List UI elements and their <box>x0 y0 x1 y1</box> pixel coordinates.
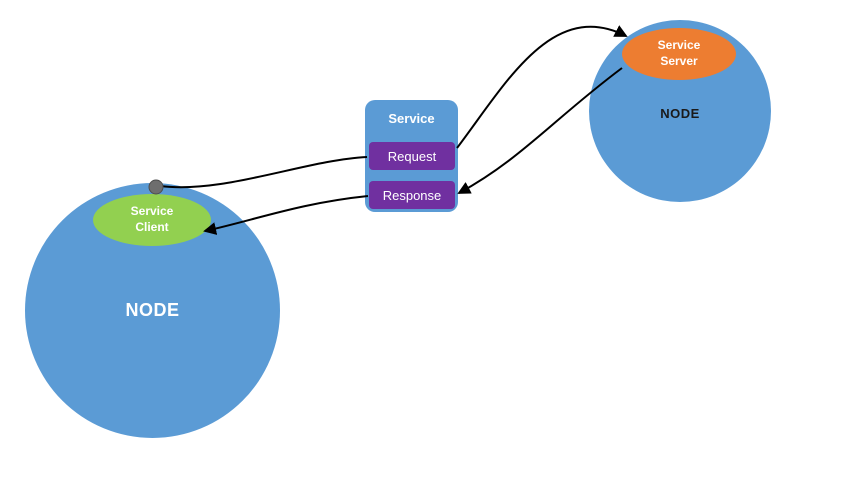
arrow-client-to-request <box>159 156 368 189</box>
service-client-ellipse: Service Client <box>93 194 211 246</box>
service-server-ellipse: Service Server <box>622 28 736 80</box>
client-node-label: NODE <box>125 300 180 320</box>
service-box-title: Service <box>388 111 435 126</box>
request-box: Request <box>369 142 455 170</box>
response-box: Response <box>369 181 455 209</box>
service-client-label-line1: Service <box>130 204 174 219</box>
service-server-label-line2: Server <box>660 54 698 68</box>
server-node-label: NODE <box>660 105 700 121</box>
service-client-label-line2: Client <box>135 220 169 234</box>
service-server-label-line1: Service <box>657 38 701 53</box>
